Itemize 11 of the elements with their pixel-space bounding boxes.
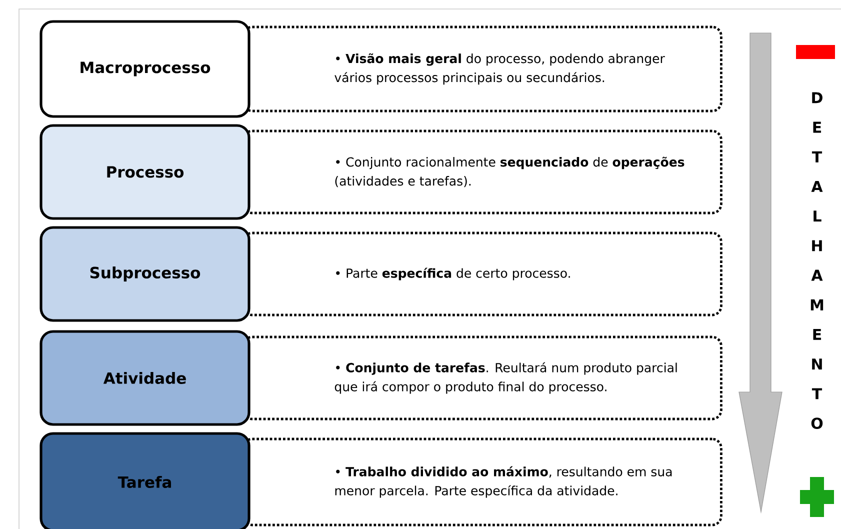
level-box: Tarefa: [40, 432, 250, 529]
level-box: Atividade: [40, 330, 250, 426]
level-box: Processo: [40, 124, 250, 220]
level-box: Subprocesso: [40, 226, 250, 322]
vertical-label: DETALHAMENTO: [810, 92, 824, 429]
description-box: • Trabalho dividido ao máximo, resultando em sua menor parcela. Parte específica da atividade.: [242, 438, 722, 526]
description-box: • Visão mais geral do processo, podendo abranger vários processos principais ou secundários.: [242, 26, 722, 112]
description-box: • Conjunto de tarefas. Reultará num produto parcial que irá compor o produto final do processo.: [242, 336, 722, 420]
level-box: Macroprocesso: [40, 20, 250, 118]
description-box: • Conjunto racionalmente sequenciado de operações (atividades e tarefas).: [242, 130, 722, 214]
description-box: • Parte específica de certo processo.: [242, 232, 722, 316]
